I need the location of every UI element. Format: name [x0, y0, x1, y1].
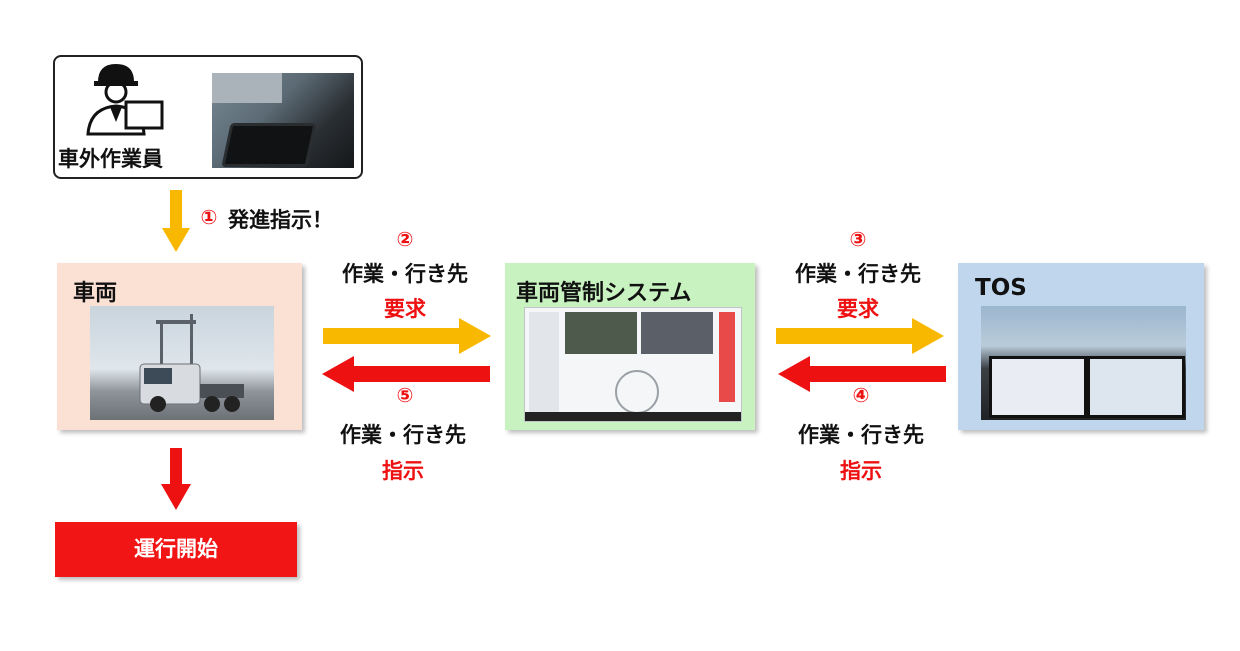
step4-number: ④ — [852, 383, 870, 407]
down-arrow-yellow — [162, 190, 190, 252]
step2-number: ② — [396, 227, 414, 251]
down-arrow-red — [161, 448, 191, 510]
vehicle-truck-photo — [90, 306, 274, 420]
step5-label-line1: 作業・行き先 — [340, 423, 466, 447]
tos-title: TOS — [975, 275, 1027, 301]
step1-text: 発進指示！ — [228, 208, 333, 232]
start-operation-box: 運行開始 — [55, 522, 297, 577]
left-arrow-instruction-5 — [322, 356, 490, 392]
control-system-title: 車両管制システム — [516, 281, 692, 306]
step2-label-line2: 要求 — [384, 297, 426, 321]
control-system-screen — [524, 307, 742, 422]
step5-number: ⑤ — [396, 383, 414, 407]
step2-label-line1: 作業・行き先 — [342, 262, 468, 286]
left-arrow-instruction-4 — [778, 356, 946, 392]
worker-label: 車外作業員 — [58, 147, 163, 171]
step4-label-line2: 指示 — [840, 459, 882, 483]
step1-number: ① — [200, 205, 218, 229]
step3-number: ③ — [849, 227, 867, 251]
tos-monitors-photo — [981, 306, 1186, 420]
step5-label-line2: 指示 — [382, 459, 424, 483]
right-arrow-request-2 — [323, 318, 491, 354]
step3-label-line1: 作業・行き先 — [795, 262, 921, 286]
vehicle-title: 車両 — [73, 281, 118, 306]
right-arrow-request-3 — [776, 318, 944, 354]
worker-tablet-photo — [212, 73, 354, 168]
worker-icon — [86, 64, 164, 136]
step4-label-line1: 作業・行き先 — [798, 423, 924, 447]
step3-label-line2: 要求 — [837, 297, 879, 321]
